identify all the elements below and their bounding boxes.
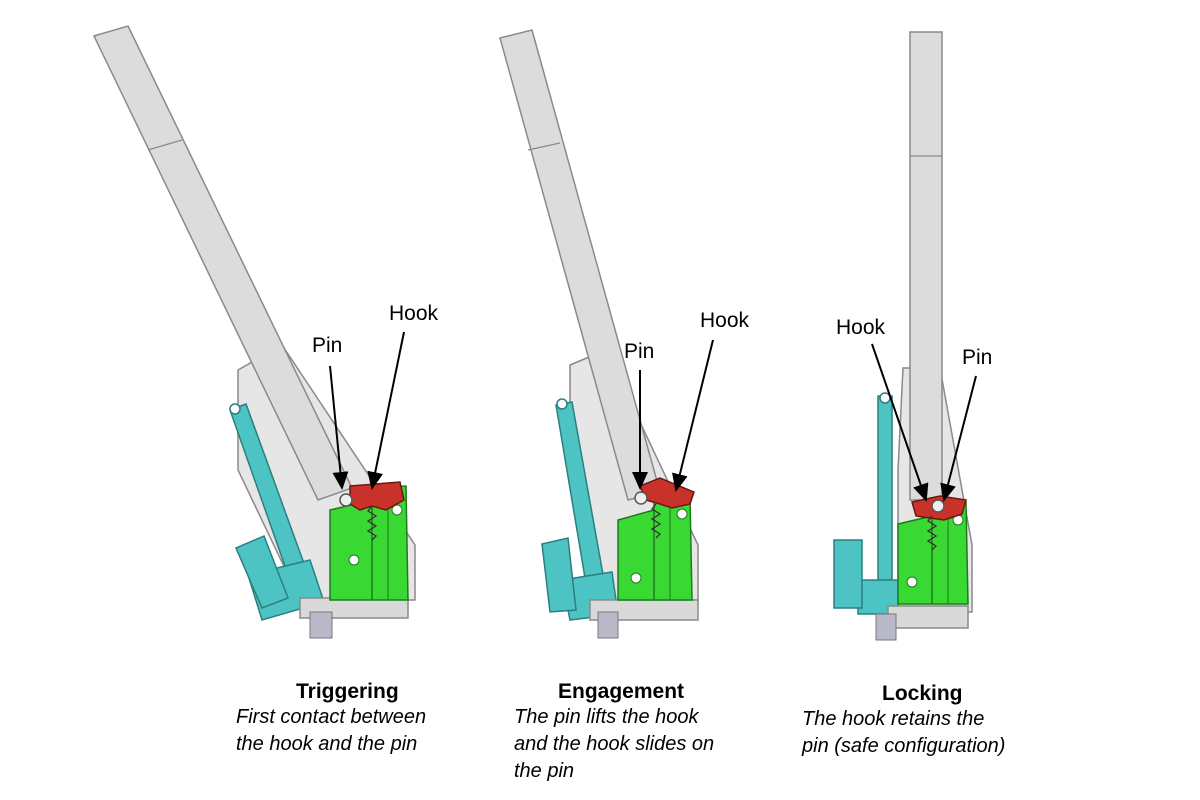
spring	[650, 503, 662, 539]
pin-label: Pin	[624, 340, 654, 363]
hook-label: Hook	[389, 302, 439, 325]
linear-actuator	[877, 395, 893, 589]
spring	[926, 515, 938, 551]
stage-description-line: First contact between	[236, 706, 427, 728]
base-plate	[887, 605, 969, 629]
pin	[931, 499, 945, 513]
pin	[634, 491, 648, 505]
hook-label: Hook	[700, 309, 750, 332]
stage-description-line: The pin lifts the hook	[514, 706, 699, 728]
caption-triggering: Triggering First contact between the hoo…	[236, 680, 496, 758]
stage-description-line: the hook and the pin	[236, 733, 418, 755]
stage-triggering-mechanism: Pin Hook	[92, 25, 439, 639]
hook	[349, 481, 405, 511]
hook-arrow	[672, 339, 714, 492]
pin-label: Pin	[312, 334, 342, 357]
stage-title: Engagement	[558, 680, 685, 703]
stage-description-line: pin (safe configuration)	[802, 735, 1006, 757]
stage-description-line: and the hook slides on	[514, 733, 715, 755]
stage-title: Locking	[882, 682, 963, 705]
lever-arm	[92, 25, 354, 501]
stage-title: Triggering	[296, 680, 399, 703]
pin-arrow	[329, 365, 349, 490]
stage-locking-mechanism: Hook Pin	[833, 31, 992, 641]
stage-description-line: the pin	[514, 760, 575, 782]
hook	[639, 477, 695, 509]
hook-arrow	[367, 331, 405, 490]
pin-label: Pin	[962, 346, 992, 369]
hook-arrow	[871, 343, 929, 502]
lever-arm	[909, 31, 943, 501]
stage-engagement-mechanism: Pin Hook	[499, 29, 750, 639]
pin-arrow	[940, 375, 977, 502]
caption-locking: Locking The hook retains the pin (safe c…	[802, 682, 1102, 760]
hook-label: Hook	[836, 316, 886, 339]
spring	[366, 505, 378, 541]
caption-engagement: Engagement The pin lifts the hook and th…	[514, 680, 774, 785]
pin	[339, 493, 353, 507]
stage-description-line: The hook retains the	[802, 708, 985, 730]
